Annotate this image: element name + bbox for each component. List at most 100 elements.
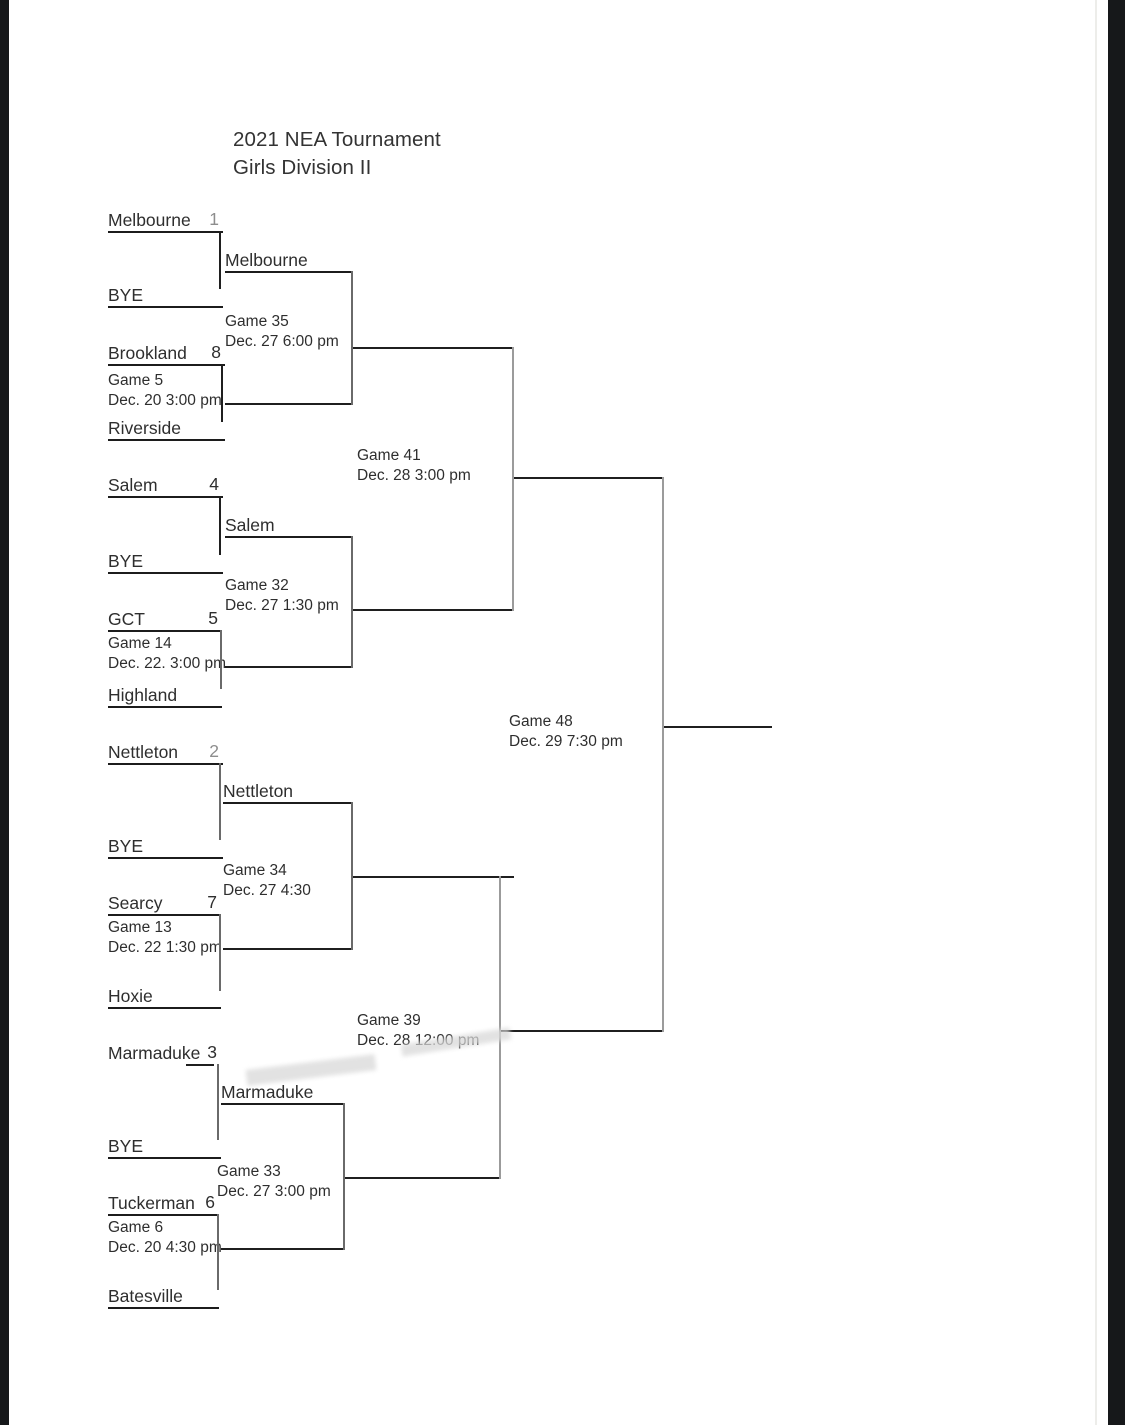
team-seed: 6 <box>205 1192 215 1212</box>
team-name: GCT <box>108 609 145 629</box>
connector-r1-g4 <box>217 1064 219 1140</box>
game-13-caption: Game 13 Dec. 22 1:30 pm <box>108 918 222 957</box>
connector-r1-g14 <box>220 630 222 689</box>
team-slot-bye-3[interactable]: BYE <box>108 836 223 859</box>
connector-r2-g35 <box>351 271 353 405</box>
team-slot-bye-1[interactable]: BYE <box>108 285 223 308</box>
winner-slot-nettleton[interactable]: Nettleton <box>223 781 353 804</box>
connector-r3-in-2 <box>353 609 514 611</box>
connector-r2-g32 <box>351 536 353 668</box>
game-datetime: Dec. 29 7:30 pm <box>509 732 623 750</box>
connector-r1-g3 <box>219 763 221 840</box>
team-slot-highland[interactable]: Highland <box>108 685 222 708</box>
team-name: BYE <box>108 1136 144 1156</box>
game-datetime: Dec. 20 4:30 pm <box>108 1238 222 1256</box>
team-name: Riverside <box>108 418 181 438</box>
team-slot-searcy[interactable]: Searcy 7 <box>108 892 221 916</box>
game-label: Game 14 <box>108 635 172 652</box>
game-datetime: Dec. 27 6:00 pm <box>225 332 339 350</box>
game-33-caption: Game 33 Dec. 27 3:00 pm <box>217 1162 331 1201</box>
team-name: Marmaduke <box>221 1082 314 1102</box>
game-datetime: Dec. 22. 3:00 pm <box>108 654 227 672</box>
game-6-caption: Game 6 Dec. 20 4:30 pm <box>108 1218 222 1257</box>
game-label: Game 35 <box>225 313 289 330</box>
connector-r3-in-1 <box>353 347 514 349</box>
connector-final-g48 <box>662 477 664 1032</box>
team-name: Searcy <box>108 893 163 913</box>
game-datetime: Dec. 28 3:00 pm <box>357 466 471 484</box>
game-datetime: Dec. 27 3:00 pm <box>217 1182 331 1200</box>
connector-r2-lower-2 <box>225 666 353 668</box>
game-48-caption: Game 48 Dec. 29 7:30 pm <box>509 712 623 751</box>
team-name: Brookland <box>108 343 187 363</box>
team-name: Salem <box>108 475 158 495</box>
team-slot-melbourne[interactable]: Melbourne 1 <box>108 209 223 233</box>
team-seed: 1 <box>209 209 219 229</box>
game-datetime: Dec. 27 1:30 pm <box>225 596 339 614</box>
game-label: Game 6 <box>108 1219 164 1236</box>
connector-r2-g33 <box>343 1103 345 1250</box>
team-slot-gct[interactable]: GCT 5 <box>108 608 222 632</box>
connector-r1-g6 <box>217 1214 219 1290</box>
team-slot-batesville[interactable]: Batesville <box>108 1286 219 1309</box>
team-slot-hoxie[interactable]: Hoxie <box>108 986 221 1009</box>
champion-slot-line <box>664 726 772 728</box>
connector-r1-g13 <box>219 914 221 991</box>
team-name: BYE <box>108 551 144 571</box>
connector-r3-in-4 <box>345 1177 501 1179</box>
team-slot-riverside[interactable]: Riverside <box>108 418 225 441</box>
scan-edge-right <box>1108 0 1125 1425</box>
team-name: Melbourne <box>225 250 308 270</box>
connector-final-in-lower <box>501 1030 664 1032</box>
team-seed: 2 <box>209 741 219 761</box>
scan-page-seam <box>1095 0 1097 1425</box>
game-14-caption: Game 14 Dec. 22. 3:00 pm <box>108 634 226 673</box>
team-slot-brookland[interactable]: Brookland 8 <box>108 342 225 366</box>
game-datetime: Dec. 20 3:00 pm <box>108 391 222 409</box>
team-slot-bye-4[interactable]: BYE <box>108 1136 221 1159</box>
team-name: Highland <box>108 685 178 705</box>
team-name: Melbourne <box>108 210 191 230</box>
team-slot-marmaduke[interactable]: Marmaduke 3 <box>108 1042 221 1064</box>
team-seed: 7 <box>207 892 217 912</box>
team-seed: 4 <box>209 474 219 494</box>
connector-r2-g34 <box>351 802 353 950</box>
team-seed: 5 <box>208 608 218 628</box>
team-name: Tuckerman <box>108 1193 195 1213</box>
winner-slot-salem[interactable]: Salem <box>225 515 353 538</box>
team-name: Marmaduke <box>108 1043 201 1063</box>
connector-r2-lower-3 <box>223 948 353 950</box>
game-35-caption: Game 35 Dec. 27 6:00 pm <box>225 312 339 351</box>
connector-r3-g39 <box>499 876 501 1179</box>
team-slot-bye-2[interactable]: BYE <box>108 551 223 574</box>
team-slot-nettleton[interactable]: Nettleton 2 <box>108 741 223 765</box>
connector-final-in-upper <box>514 477 664 479</box>
page-subtitle: Girls Division II <box>233 156 372 179</box>
connector-r3-in-3 <box>353 876 514 878</box>
connector-r1-g2 <box>219 496 221 555</box>
page-title: 2021 NEA Tournament <box>233 128 441 151</box>
team-name: BYE <box>108 285 144 305</box>
game-34-caption: Game 34 Dec. 27 4:30 <box>223 861 311 900</box>
team-slot-salem[interactable]: Salem 4 <box>108 474 223 498</box>
game-label: Game 13 <box>108 919 172 936</box>
team-name: Nettleton <box>108 742 179 762</box>
game-41-caption: Game 41 Dec. 28 3:00 pm <box>357 446 471 485</box>
winner-slot-melbourne[interactable]: Melbourne <box>225 250 353 273</box>
connector-r3-g41 <box>512 347 514 611</box>
connector-r1-g1 <box>219 231 221 289</box>
team-name: Salem <box>225 515 275 535</box>
game-datetime: Dec. 27 4:30 <box>223 881 311 899</box>
game-label: Game 33 <box>217 1163 281 1180</box>
game-32-caption: Game 32 Dec. 27 1:30 pm <box>225 576 339 615</box>
scan-edge-left <box>0 0 9 1425</box>
team-name: Hoxie <box>108 986 153 1006</box>
team-slot-tuckerman[interactable]: Tuckerman 6 <box>108 1192 219 1216</box>
winner-slot-marmaduke[interactable]: Marmaduke <box>221 1082 345 1105</box>
team-name: Nettleton <box>223 781 294 801</box>
game-label: Game 39 <box>357 1012 421 1029</box>
game-label: Game 5 <box>108 372 164 389</box>
game-label: Game 32 <box>225 577 289 594</box>
team-seed: 8 <box>211 342 221 362</box>
